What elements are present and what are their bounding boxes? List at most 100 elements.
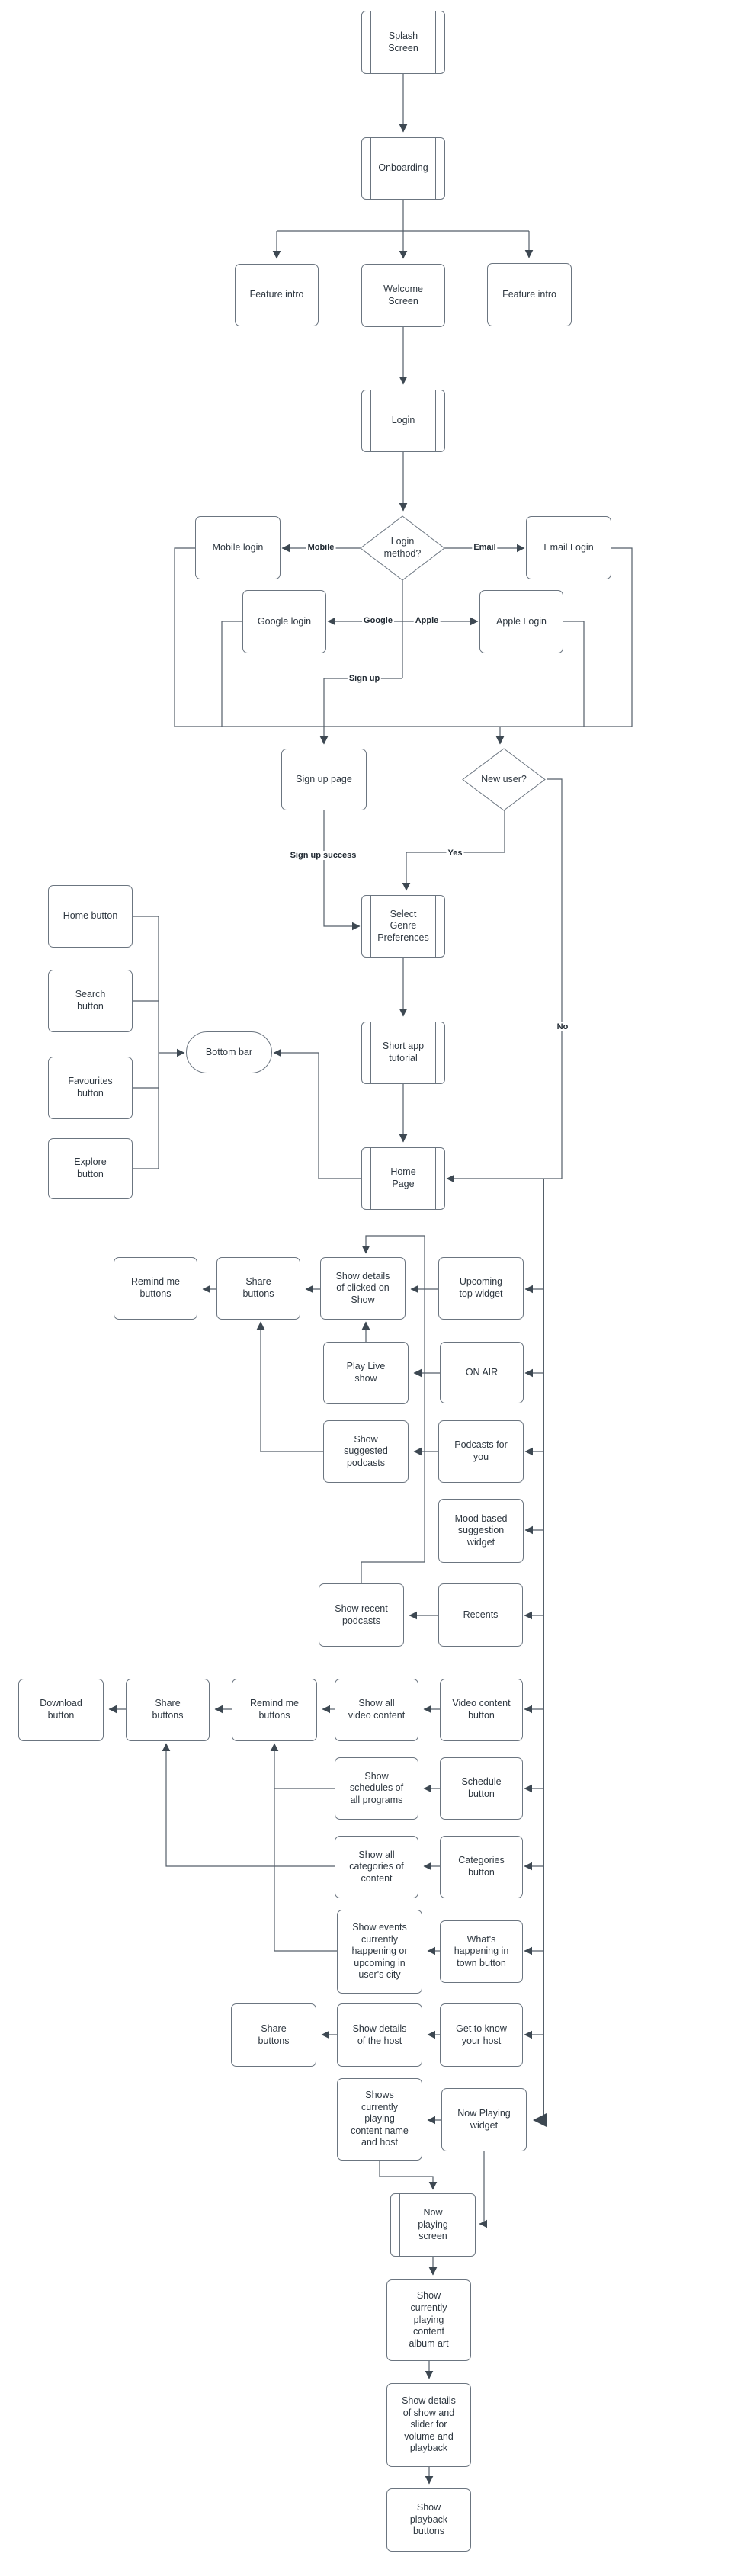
node-label: Apple Login	[495, 615, 547, 627]
share-buttons-host[interactable]: Share buttons	[231, 2003, 316, 2067]
explore-button[interactable]: Explore button	[48, 1138, 133, 1199]
podcasts-for-you[interactable]: Podcasts for you	[438, 1420, 524, 1483]
flow-connector	[162, 1743, 335, 1867]
flow-connector	[319, 678, 402, 745]
flow-connector	[273, 1048, 361, 1179]
now-playing-widget[interactable]: Now Playing widget	[441, 2088, 527, 2151]
node-label: Bottom bar	[205, 1046, 253, 1057]
search-button[interactable]: Search button	[48, 970, 133, 1032]
home-page[interactable]: Home Page	[361, 1147, 445, 1210]
node-label: Show suggested podcasts	[344, 1433, 388, 1468]
login-method-decision[interactable]: Login method?	[361, 516, 444, 580]
whats-happening-button[interactable]: What's happening in town button	[440, 1920, 523, 1983]
share-buttons-video[interactable]: Share buttons	[126, 1679, 210, 1741]
flow-connector	[533, 1179, 547, 2127]
show-playback-buttons[interactable]: Show playback buttons	[386, 2488, 471, 2552]
share-buttons-top[interactable]: Share buttons	[216, 1257, 300, 1320]
node-label: Schedule button	[461, 1776, 502, 1799]
now-playing-info[interactable]: Shows currently playing content name and…	[337, 2078, 422, 2161]
video-content-button[interactable]: Video content button	[440, 1679, 523, 1741]
show-all-video-content[interactable]: Show all video content	[335, 1679, 418, 1741]
node-label: Show all categories of content	[349, 1849, 404, 1884]
welcome-screen[interactable]: Welcome Screen	[361, 264, 445, 327]
node-label: ON AIR	[465, 1366, 499, 1378]
process-bar	[370, 138, 371, 199]
flow-connector	[221, 621, 242, 727]
node-label: Upcoming top widget	[459, 1276, 503, 1299]
process-bar	[370, 896, 371, 957]
show-host-details[interactable]: Show details of the host	[337, 2003, 422, 2067]
flow-connector	[479, 2151, 488, 2228]
feature-intro-left[interactable]: Feature intro	[235, 264, 319, 326]
edge-label: No	[555, 1022, 570, 1031]
node-label: Show events currently happening or upcom…	[351, 1921, 408, 1981]
show-details-clicked-show[interactable]: Show details of clicked on Show	[320, 1257, 406, 1320]
node-label: Select Genre Preferences	[377, 908, 429, 943]
apple-login[interactable]: Apple Login	[479, 590, 563, 653]
upcoming-top-widget[interactable]: Upcoming top widget	[438, 1257, 524, 1320]
categories-button[interactable]: Categories button	[440, 1836, 523, 1898]
process-bar	[370, 11, 371, 73]
onboarding[interactable]: Onboarding	[361, 137, 445, 200]
show-suggested-podcasts[interactable]: Show suggested podcasts	[323, 1420, 409, 1483]
node-label: Mobile login	[212, 541, 264, 553]
album-art[interactable]: Show currently playing content album art	[386, 2279, 471, 2361]
schedule-button[interactable]: Schedule button	[440, 1757, 523, 1820]
short-app-tutorial[interactable]: Short app tutorial	[361, 1022, 445, 1084]
google-login[interactable]: Google login	[242, 590, 326, 653]
node-label: Show playback buttons	[409, 2502, 448, 2537]
splash-screen[interactable]: Splash Screen	[361, 11, 445, 74]
show-city-events[interactable]: Show events currently happening or upcom…	[337, 1910, 422, 1994]
node-label: Show details of show and slider for volu…	[402, 2395, 456, 2454]
show-all-categories[interactable]: Show all categories of content	[335, 1836, 418, 1898]
email-login[interactable]: Email Login	[526, 516, 611, 579]
node-label: New user?	[481, 773, 527, 784]
edge-label: Google	[362, 616, 394, 625]
edge-label: Sign up success	[288, 851, 358, 860]
node-label: What's happening in town button	[454, 1933, 509, 1968]
on-air[interactable]: ON AIR	[440, 1342, 524, 1403]
node-label: Shows currently playing content name and…	[351, 2089, 409, 2148]
node-label: Search button	[75, 989, 106, 1012]
now-playing-screen[interactable]: Now playing screen	[390, 2193, 476, 2257]
node-label: Play Live show	[346, 1361, 386, 1384]
node-label: Show recent podcasts	[335, 1602, 388, 1626]
home-button[interactable]: Home button	[48, 885, 133, 948]
new-user-decision[interactable]	[462, 748, 546, 811]
flow-connector	[256, 1321, 323, 1452]
show-schedules[interactable]: Show schedules of all programs	[335, 1757, 418, 1820]
sign-up-page[interactable]: Sign up page	[281, 749, 367, 810]
play-live-show[interactable]: Play Live show	[323, 1342, 409, 1404]
edge-label: Email	[472, 543, 498, 552]
show-details-slider[interactable]: Show details of show and slider for volu…	[386, 2383, 471, 2467]
feature-intro-right[interactable]: Feature intro	[487, 263, 572, 326]
node-label: Onboarding	[378, 162, 428, 174]
get-to-know-host[interactable]: Get to know your host	[440, 2003, 523, 2067]
process-bar	[370, 1148, 371, 1209]
flow-connector	[323, 810, 361, 931]
node-label: Now Playing widget	[457, 2107, 511, 2131]
download-button[interactable]: Download button	[18, 1679, 104, 1741]
login[interactable]: Login	[361, 390, 445, 452]
edge-label: Apple	[413, 616, 441, 625]
mobile-login[interactable]: Mobile login	[195, 516, 281, 579]
process-bar	[435, 390, 436, 451]
select-genre-preferences[interactable]: Select Genre Preferences	[361, 895, 445, 958]
node-label: Welcome Screen	[383, 283, 423, 306]
node-label: Remind me buttons	[250, 1698, 299, 1721]
flow-connector	[361, 1235, 425, 1583]
bottom-bar[interactable]: Bottom bar	[186, 1031, 272, 1073]
mood-based-widget[interactable]: Mood based suggestion widget	[438, 1499, 524, 1563]
new-user-decision[interactable]: New user?	[463, 749, 545, 810]
recents[interactable]: Recents	[438, 1583, 523, 1647]
show-recent-podcasts[interactable]: Show recent podcasts	[319, 1583, 404, 1647]
node-label: Mood based suggestion widget	[454, 1513, 508, 1548]
remind-me-buttons-video[interactable]: Remind me buttons	[232, 1679, 317, 1741]
favourites-button[interactable]: Favourites button	[48, 1057, 133, 1119]
node-label: Short app tutorial	[382, 1041, 425, 1063]
node-label: Podcasts for you	[454, 1439, 508, 1462]
remind-me-buttons-top[interactable]: Remind me buttons	[114, 1257, 197, 1320]
process-bar	[435, 11, 436, 73]
node-label: Get to know your host	[456, 2023, 507, 2046]
login-method-decision[interactable]	[360, 515, 445, 581]
